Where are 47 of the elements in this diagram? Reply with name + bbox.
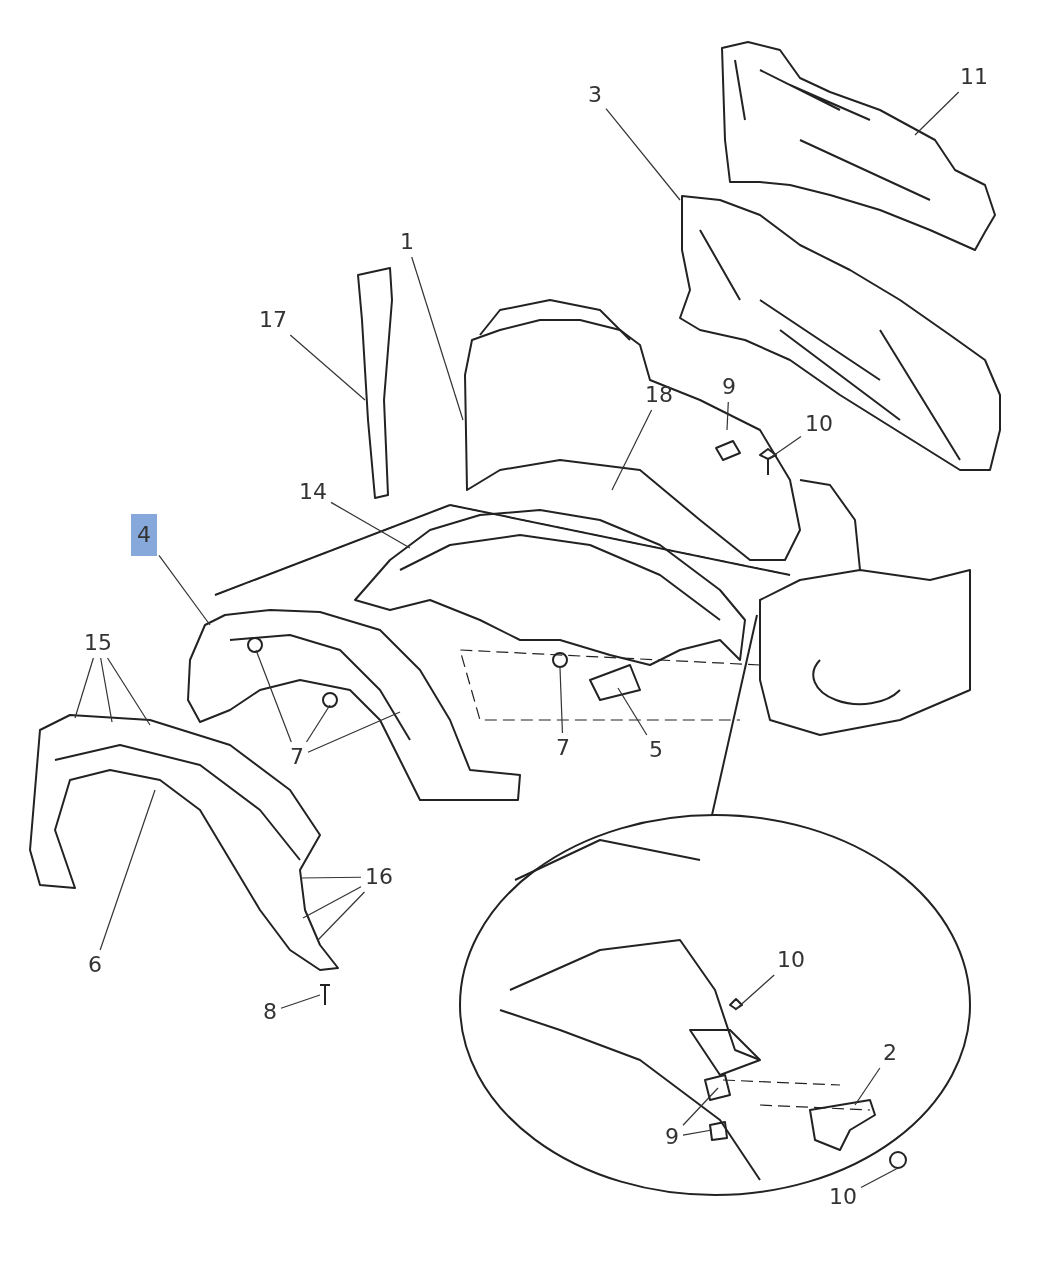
leader-line: [106, 657, 151, 726]
callout-number: 8: [261, 999, 279, 1025]
leader-line: [280, 994, 321, 1009]
leader-line: [307, 711, 401, 753]
leader-line: [559, 667, 564, 734]
leader-line: [617, 687, 648, 736]
leader-line: [769, 435, 802, 459]
callout-number: 7: [554, 735, 572, 761]
leader-line: [74, 657, 94, 719]
leader-line: [299, 876, 362, 879]
callout-number: 16: [363, 864, 395, 890]
callout-number: 10: [803, 411, 835, 437]
leader-line: [611, 409, 653, 491]
leader-line: [914, 91, 960, 136]
leader-line: [330, 501, 411, 549]
callout-number: 11: [958, 64, 990, 90]
callout-number: 7: [288, 744, 306, 770]
callout-number: 2: [881, 1040, 899, 1066]
callout-number: 17: [257, 307, 289, 333]
callout-number: 9: [663, 1124, 681, 1150]
callout-number: 18: [643, 382, 675, 408]
leader-line: [726, 401, 729, 431]
leader-line: [854, 1067, 881, 1106]
callout-number: 5: [647, 737, 665, 763]
callout-number: 15: [82, 630, 114, 656]
callout-number: 6: [86, 952, 104, 978]
leader-line: [100, 657, 113, 723]
callout-number: 9: [720, 374, 738, 400]
leader-line: [734, 974, 775, 1011]
leader-line: [411, 256, 464, 421]
leader-line: [317, 891, 366, 941]
callout-number: 3: [586, 82, 604, 108]
leader-line: [289, 334, 366, 401]
leader-line: [305, 704, 331, 743]
callout-number: 14: [297, 479, 329, 505]
leader-line: [682, 1087, 719, 1126]
callout-number: 1: [398, 229, 416, 255]
callout-number: 4: [131, 514, 157, 556]
leader-line: [255, 649, 292, 743]
leader-line: [860, 1167, 899, 1189]
callout-number: 10: [827, 1184, 859, 1210]
callout-number: 10: [775, 947, 807, 973]
leader-line: [605, 108, 681, 201]
leader-line: [682, 1129, 713, 1136]
leader-line: [99, 789, 156, 951]
leader-line: [302, 886, 362, 919]
leader-line: [158, 554, 211, 626]
